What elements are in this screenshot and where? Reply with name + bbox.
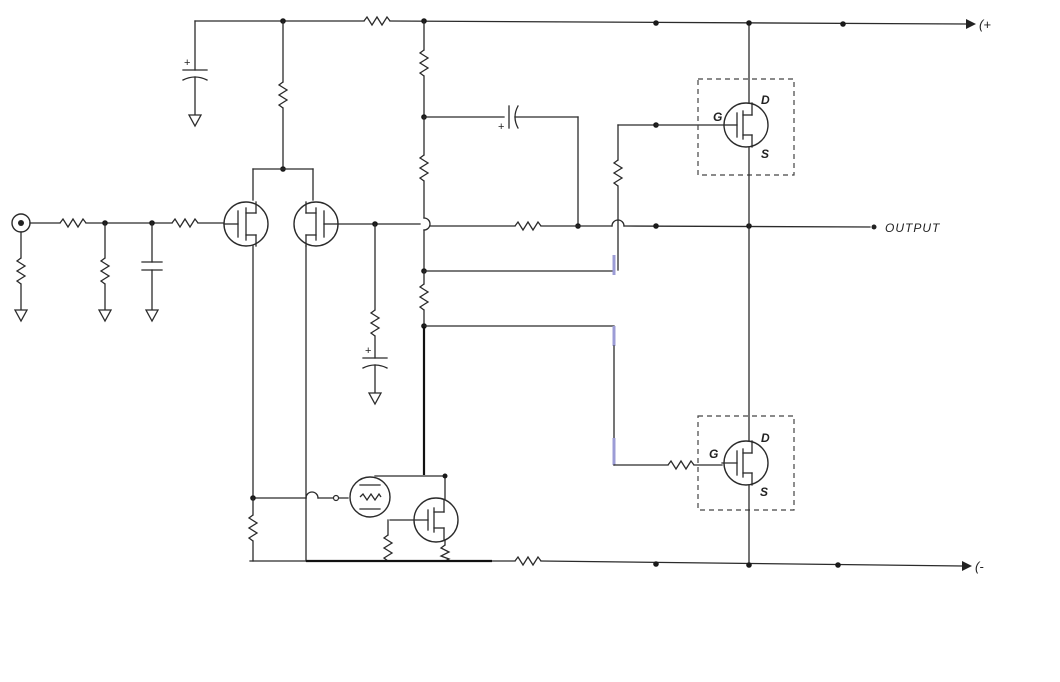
differential-pair [223, 18, 421, 499]
input-section [11, 213, 229, 323]
lower-drain-label: D [761, 431, 770, 445]
rail-resistor [363, 15, 391, 27]
output-label: OUTPUT [885, 221, 941, 235]
upper-drain-label: D [761, 93, 770, 107]
ground-symbol [97, 309, 113, 323]
lower-mosfet-box [697, 415, 795, 511]
upper-mosfet-box [697, 78, 795, 176]
lower-gate-label: G [709, 447, 718, 461]
lower-gate-drive [423, 325, 723, 471]
current-source [247, 473, 492, 563]
lower-output-mosfet: G D S [697, 415, 795, 567]
output-line: OUTPUT [429, 219, 941, 235]
ground-symbol [144, 309, 160, 323]
lower-source-label: S [760, 485, 768, 499]
ground-symbol [187, 114, 203, 128]
svg-text:+: + [365, 345, 371, 357]
svg-text:+: + [498, 121, 504, 133]
reference-diode [349, 476, 391, 518]
upper-source-label: S [761, 147, 769, 161]
neg-rail-resistor [514, 555, 542, 567]
upper-output-mosfet: G D S [697, 23, 795, 442]
upper-gate-label: G [713, 110, 722, 124]
feedback-cap: + [362, 223, 388, 406]
negative-rail: (- [249, 555, 984, 574]
negative-rail-label: (- [975, 559, 984, 574]
svg-text:+: + [184, 57, 190, 69]
driver-chain: + [418, 18, 581, 475]
positive-rail: (+ [194, 15, 991, 32]
positive-rail-label: (+ [979, 17, 991, 32]
ground-symbol [367, 392, 383, 406]
ground-symbol [13, 309, 29, 323]
upper-gate-drive [423, 122, 725, 275]
supply-decoupling-cap: + [182, 20, 208, 128]
